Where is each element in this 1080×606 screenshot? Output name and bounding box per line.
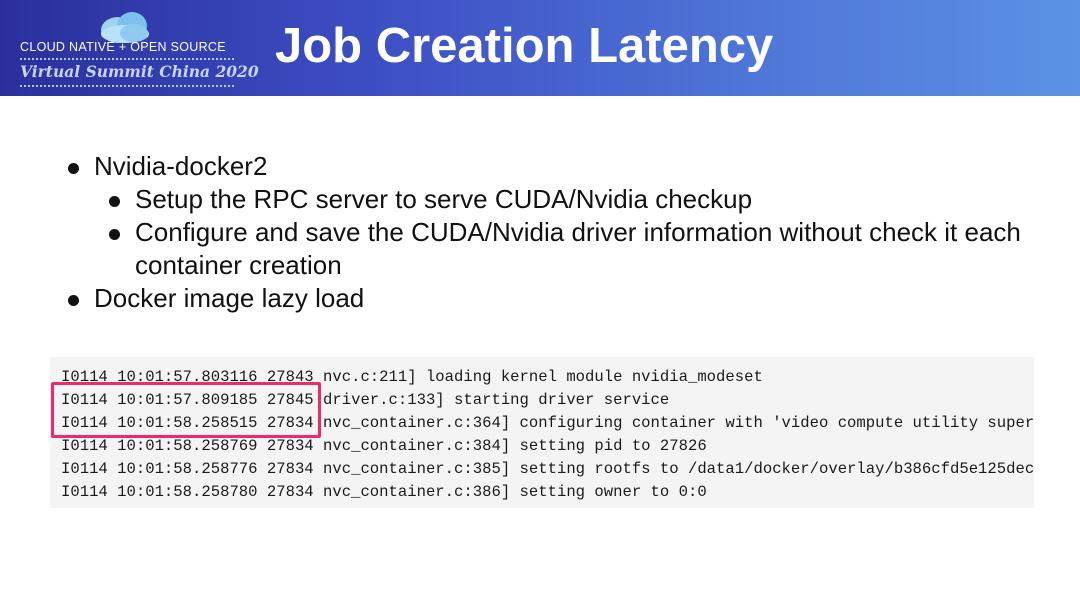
log-output-box: I0114 10:01:57.803116 27843 nvc.c:211] l… [50, 357, 1034, 508]
bullet-dot [109, 196, 120, 207]
bullet-item: Docker image lazy load [66, 282, 1026, 315]
bullet-item: Nvidia-docker2 [66, 150, 1026, 183]
log-line: I0114 10:01:57.809185 27845 driver.c:133… [61, 391, 670, 409]
bullet-item: Setup the RPC server to serve CUDA/Nvidi… [66, 183, 1026, 216]
log-line: I0114 10:01:58.258776 27834 nvc_containe… [61, 460, 1034, 478]
logo-divider-top [20, 58, 234, 60]
bullet-text: Configure and save the CUDA/Nvidia drive… [135, 217, 1021, 280]
logo-text-bottom: Virtual Summit China 2020 [20, 62, 259, 81]
bullet-list: Nvidia-docker2 Setup the RPC server to s… [66, 150, 1026, 315]
log-line: I0114 10:01:58.258515 27834 nvc_containe… [61, 414, 1034, 432]
bullet-dot [68, 295, 79, 306]
bullet-dot [68, 163, 79, 174]
bullet-text: Setup the RPC server to serve CUDA/Nvidi… [135, 184, 753, 214]
log-line: I0114 10:01:58.258769 27834 nvc_containe… [61, 437, 707, 455]
log-line: I0114 10:01:57.803116 27843 nvc.c:211] l… [61, 368, 763, 386]
logo-text-top: CLOUD NATIVE + OPEN SOURCE [20, 40, 226, 54]
highlight-box [51, 382, 321, 438]
bullet-item: Configure and save the CUDA/Nvidia drive… [66, 216, 1026, 282]
bullet-text: Docker image lazy load [94, 283, 365, 313]
header-band: CLOUD NATIVE + OPEN SOURCE Virtual Summi… [0, 0, 1080, 96]
log-line: I0114 10:01:58.258780 27834 nvc_containe… [61, 483, 707, 501]
logo-divider-bottom [20, 85, 234, 87]
cloud-icon [101, 12, 149, 43]
summit-logo: CLOUD NATIVE + OPEN SOURCE Virtual Summi… [18, 8, 259, 90]
bullet-dot [109, 229, 120, 240]
slide-title: Job Creation Latency [275, 19, 774, 73]
bullet-text: Nvidia-docker2 [94, 151, 268, 181]
